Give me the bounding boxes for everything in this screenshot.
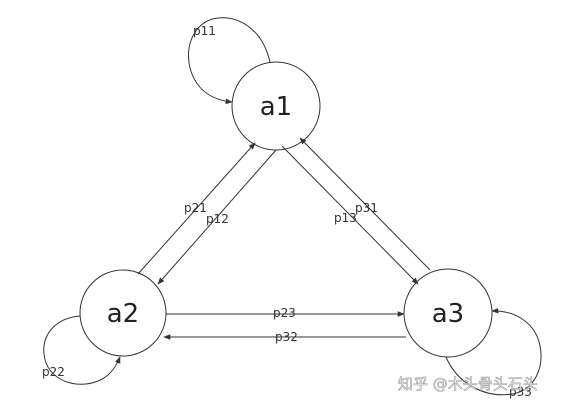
edge-p32-label: p32 <box>275 330 298 344</box>
state-a1-label: a1 <box>260 92 292 122</box>
edge-p33-label: p33 <box>509 385 532 399</box>
edge-p12-label: p12 <box>206 212 229 226</box>
edge-p21-label: p21 <box>184 201 207 215</box>
state-a2: a2 <box>79 269 167 357</box>
edge-p23-label: p23 <box>273 306 296 320</box>
watermark-text: 知乎 @木头骨头石头 <box>398 375 538 393</box>
state-a2-label: a2 <box>107 299 139 329</box>
state-a3-label: a3 <box>432 299 464 329</box>
state-a3: a3 <box>403 268 493 358</box>
edge-p13-arrow <box>281 145 419 285</box>
edge-p33-loop <box>445 307 542 396</box>
state-a1: a1 <box>231 61 321 151</box>
edge-p11-label: p11 <box>193 24 216 38</box>
edge-p31-label: p31 <box>355 201 378 215</box>
edge-p13-label: p13 <box>334 211 357 225</box>
edge-p31-arrow <box>299 137 431 271</box>
edge-p22-label: p22 <box>42 365 65 379</box>
state-a2-circle <box>79 269 167 357</box>
edge-p22-loop <box>43 315 121 385</box>
edge-p21-arrow <box>137 142 256 275</box>
edge-p11-loop <box>188 17 271 105</box>
edge-p12-arrow <box>157 149 277 285</box>
